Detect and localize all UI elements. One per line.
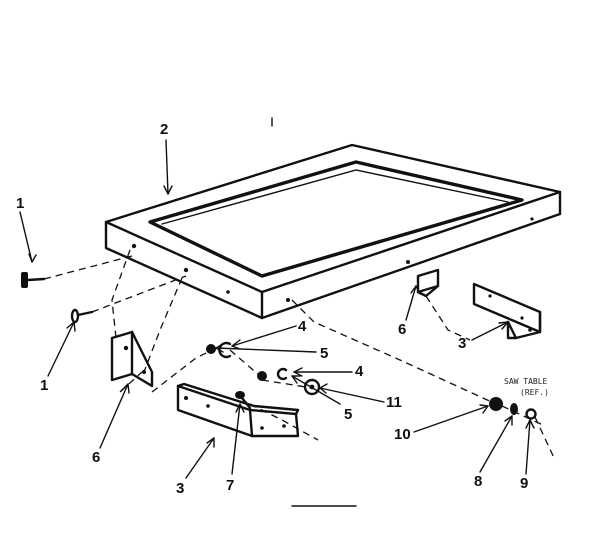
callout-3-right: 3 xyxy=(458,335,466,352)
callout-4-lower: 4 xyxy=(355,363,364,380)
callout-7: 7 xyxy=(226,477,234,494)
saw-table-note-line2: (REF.) xyxy=(520,388,549,397)
saw-table-note-line1: SAW TABLE xyxy=(504,377,548,386)
callout-4-upper: 4 xyxy=(298,318,307,335)
callout-labels: 1 1 2 3 3 4 4 5 5 6 6 7 8 9 10 11 xyxy=(16,121,528,497)
callout-9: 9 xyxy=(520,475,528,492)
screw-upper xyxy=(21,272,46,288)
washer-5-lower xyxy=(276,367,288,381)
nut-4-lower xyxy=(257,371,267,381)
saw-table-note: SAW TABLE (REF.) xyxy=(504,377,549,397)
leader-lines xyxy=(19,139,535,479)
callout-3-front: 3 xyxy=(176,480,184,497)
assembly-lines xyxy=(43,249,556,461)
screw-lower xyxy=(70,308,94,324)
callout-10: 10 xyxy=(394,426,411,443)
bracket-right xyxy=(472,282,542,340)
callout-5-lower: 5 xyxy=(344,406,352,423)
bracket-under-table xyxy=(416,268,440,298)
carriage-bolt xyxy=(235,391,252,410)
callout-6-under: 6 xyxy=(398,321,406,338)
callout-8: 8 xyxy=(474,473,482,490)
callout-5-upper: 5 xyxy=(320,345,328,362)
callout-6-left: 6 xyxy=(92,449,100,466)
callout-1-lower: 1 xyxy=(40,377,48,394)
bracket-front xyxy=(176,382,300,438)
callout-1-upper: 1 xyxy=(16,195,24,212)
callout-2: 2 xyxy=(160,121,168,138)
nut-4-upper xyxy=(206,344,216,354)
callout-11: 11 xyxy=(386,394,402,411)
washer-9 xyxy=(525,408,537,420)
bracket-left xyxy=(110,330,154,388)
table-extension xyxy=(104,143,562,320)
